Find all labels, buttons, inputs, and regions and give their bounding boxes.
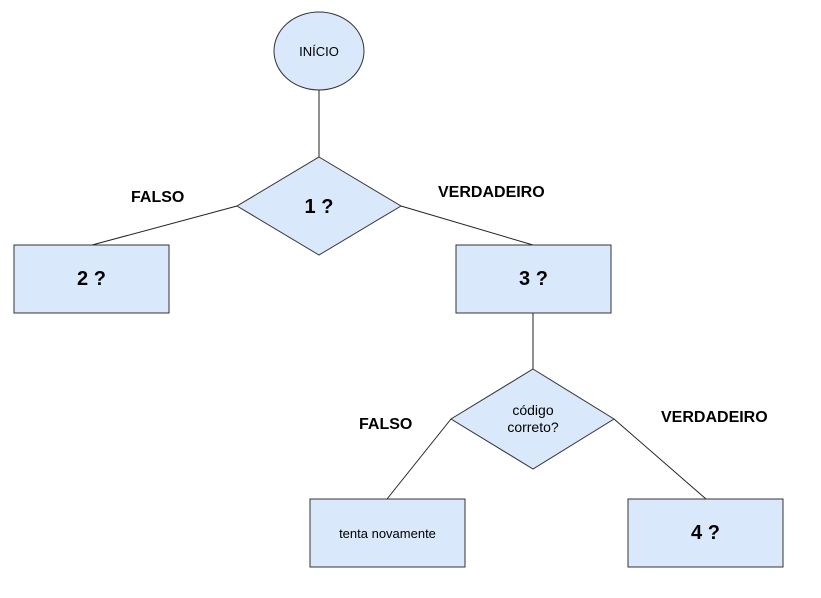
edge-decision1-true [400, 205, 534, 246]
box2-node [13, 244, 170, 314]
edge-decision2-false [386, 418, 452, 500]
box4-node [627, 498, 784, 568]
box3-label: 3 ? [519, 267, 548, 290]
retry-label: tenta novamente [339, 525, 436, 541]
decision2-node [450, 368, 615, 470]
decision2-label-line2: correto? [507, 419, 559, 435]
box2-label: 2 ? [77, 267, 106, 290]
box3-node [455, 244, 612, 314]
start-node [273, 11, 365, 91]
decision2-label: código correto? [483, 396, 583, 442]
edge-decision1-false [91, 205, 238, 246]
retry-node [309, 498, 466, 568]
decision2-label-line1: código [512, 402, 554, 418]
decision1-true-label: VERDADEIRO [438, 184, 545, 201]
decision2-true-label: VERDADEIRO [661, 409, 768, 426]
start-label: INÍCIO [299, 43, 339, 59]
box4-label: 4 ? [691, 521, 720, 544]
edge-decision2-true [613, 418, 707, 500]
decision2-false-label: FALSO [359, 416, 413, 433]
decision1-false-label: FALSO [131, 189, 185, 206]
decision1-label: 1 ? [304, 195, 334, 218]
decision1-node [236, 156, 402, 256]
